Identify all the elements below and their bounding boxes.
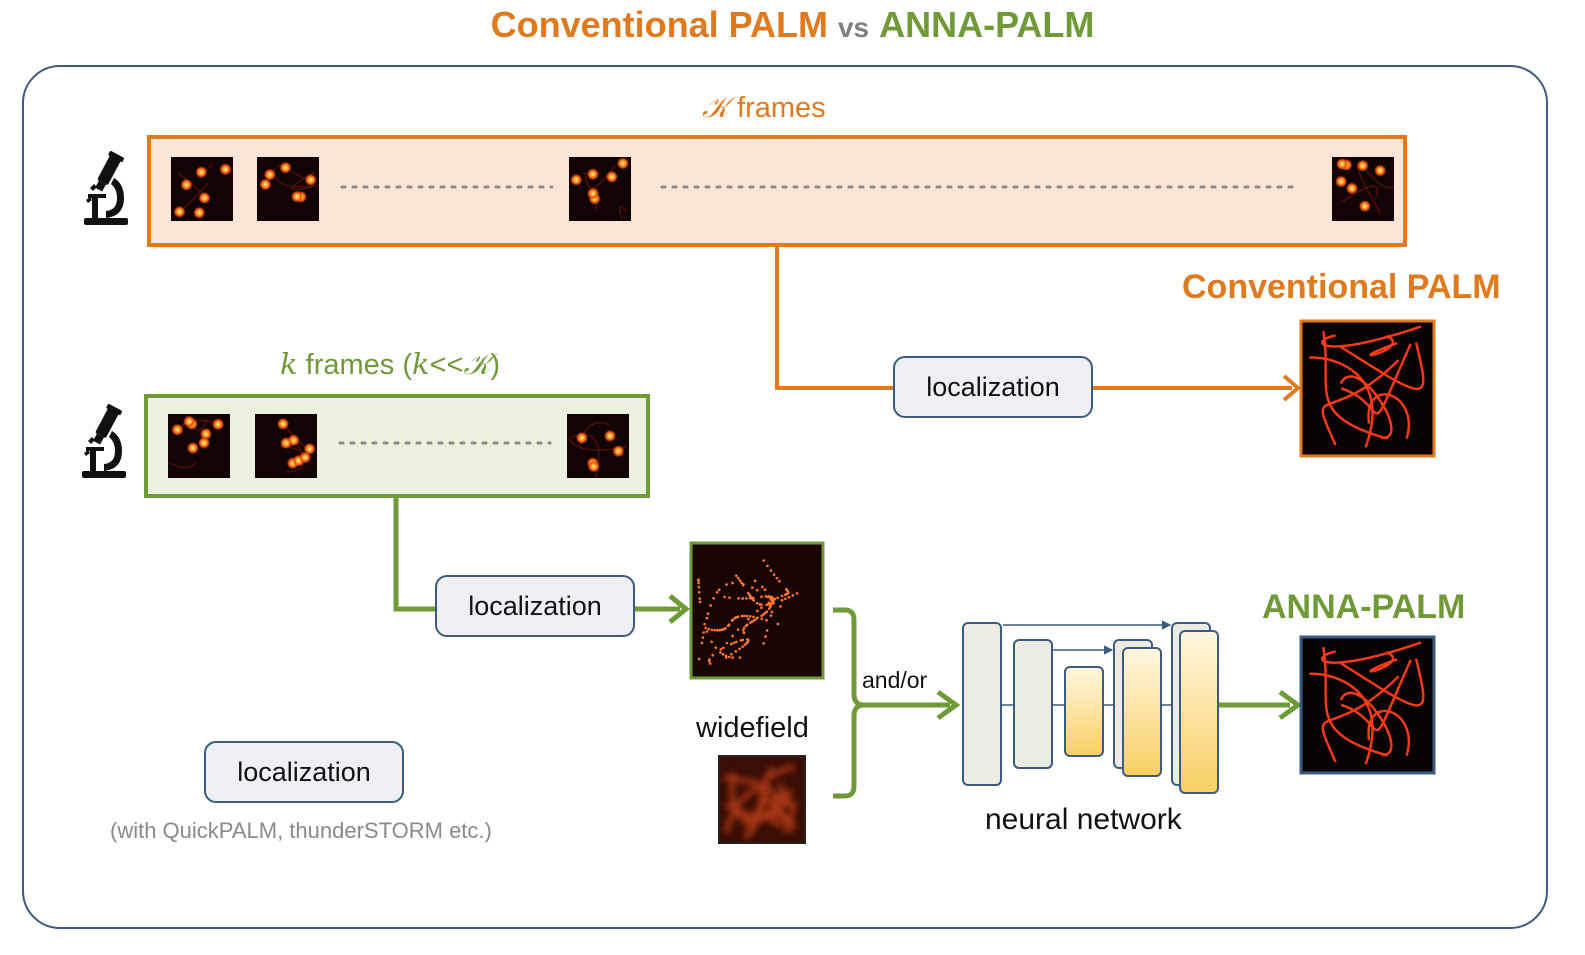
skip-arrowhead-inner xyxy=(1103,645,1114,655)
widefield-image xyxy=(718,755,806,844)
localization-box-top: localization xyxy=(893,356,1093,418)
nn-decoder-2 xyxy=(1122,647,1162,777)
neural-network-label: neural network xyxy=(985,803,1182,836)
and-or-label: and/or xyxy=(862,667,928,693)
nn-bottleneck xyxy=(1064,666,1104,757)
small-k-symbol-2: k xyxy=(411,347,430,381)
frame-thumbnail xyxy=(569,157,631,221)
frame-thumbnail xyxy=(1332,157,1394,221)
orange-arrowhead xyxy=(1282,374,1302,402)
k-frames-band xyxy=(147,135,1407,247)
title-conventional: Conventional PALM xyxy=(490,4,828,45)
nn-decoder-1 xyxy=(1179,630,1219,794)
anna-palm-heading: ANNA-PALM xyxy=(1262,588,1466,626)
k-script-symbol: 𝒦 xyxy=(702,90,729,124)
title-vs: vs xyxy=(837,12,870,43)
small-k-frames-band xyxy=(144,394,650,498)
green-connector xyxy=(393,498,435,612)
localization-box-middle: localization xyxy=(435,575,635,637)
green-arrowhead-3 xyxy=(1278,689,1303,721)
microscope-icon xyxy=(82,403,126,478)
k-frames-text: frames xyxy=(728,92,826,124)
frame-thumbnails xyxy=(168,157,1394,478)
and-or-brace xyxy=(833,607,865,799)
widefield-label: widefield xyxy=(696,712,809,744)
title-anna: ANNA-PALM xyxy=(879,4,1095,45)
close-paren: ) xyxy=(490,349,501,381)
microscope-icon xyxy=(84,150,128,225)
frame-thumbnail xyxy=(567,414,629,478)
frame-thumbnail xyxy=(257,157,319,221)
much-less-than: << xyxy=(429,349,464,381)
frame-thumbnail xyxy=(255,414,317,478)
small-k-frames-label: k frames (k<<𝒦) xyxy=(280,347,500,382)
k-script-symbol-2: 𝒦 xyxy=(463,347,491,381)
skip-arrowhead-outer xyxy=(1161,620,1172,630)
outer-frame xyxy=(22,65,1548,929)
nn-encoder-1 xyxy=(962,622,1002,786)
localization-legend-box: localization xyxy=(204,741,404,803)
k-frames-label: 𝒦 frames xyxy=(702,90,826,125)
small-k-frames-text: frames ( xyxy=(297,349,412,381)
small-k-symbol: k xyxy=(280,347,298,381)
frame-thumbnail xyxy=(168,414,230,478)
nn-encoder-2 xyxy=(1013,639,1053,769)
localization-note: (with QuickPALM, thunderSTORM etc.) xyxy=(110,818,492,843)
frame-thumbnail xyxy=(171,157,233,221)
orange-connector xyxy=(775,247,893,390)
green-arrowhead-1 xyxy=(668,594,690,624)
anna-palm-image xyxy=(1299,635,1436,775)
sparse-localization-image xyxy=(689,541,825,680)
figure-title: Conventional PALM vs ANNA-PALM xyxy=(0,4,1585,46)
conventional-palm-heading: Conventional PALM xyxy=(1182,268,1501,306)
conventional-palm-image xyxy=(1299,319,1436,458)
green-arrowhead-2 xyxy=(936,689,961,721)
